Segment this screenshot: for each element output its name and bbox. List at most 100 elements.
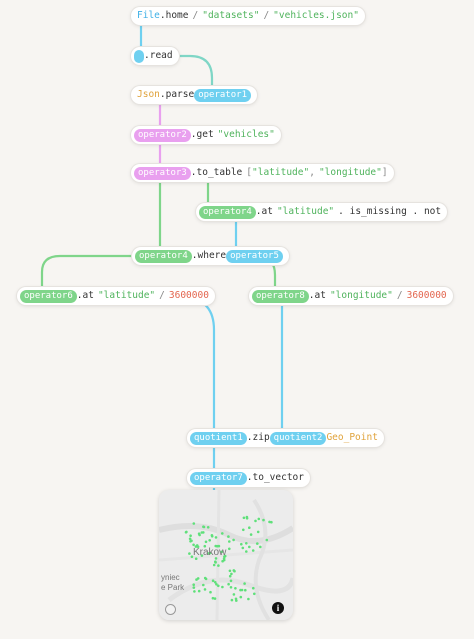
- vehicle-point: [221, 532, 224, 535]
- vehicle-point: [262, 518, 265, 522]
- vehicle-point: [230, 598, 234, 602]
- divide-operator: /: [396, 290, 403, 301]
- operator4-self[interactable]: operator4: [199, 205, 256, 219]
- vehicle-point: [244, 588, 247, 592]
- node-at-is-missing[interactable]: operator4 .at "latitude" . is_missing . …: [196, 203, 448, 221]
- vehicle-point: [232, 593, 236, 596]
- operator8-self[interactable]: operator8: [252, 289, 309, 303]
- vehicle-point: [200, 531, 204, 534]
- vehicle-point: [248, 526, 251, 529]
- vehicle-point: [214, 536, 218, 539]
- vehicle-point: [209, 590, 212, 594]
- where-method: .where: [191, 250, 227, 261]
- bracket-open: [: [246, 167, 252, 178]
- longitude-column: "longitude": [318, 167, 382, 178]
- comma: ,: [309, 167, 315, 178]
- vehicle-point: [265, 538, 269, 542]
- vehicle-point: [256, 542, 259, 545]
- operator1-arg[interactable]: operator1: [194, 88, 251, 102]
- city-label: Krakow: [193, 547, 227, 558]
- vehicle-point: [193, 590, 196, 593]
- parse-method: .parse: [159, 89, 195, 100]
- quotient2-arg[interactable]: quotient2: [269, 431, 327, 445]
- vehicle-point: [197, 589, 201, 593]
- vehicle-point: [241, 546, 245, 550]
- node-zip[interactable]: quotient1 .zip quotient2 Geo_Point: [187, 429, 384, 447]
- map-pan-icon[interactable]: [165, 604, 176, 615]
- vehicle-point: [256, 530, 260, 534]
- operator5-arg[interactable]: operator5: [226, 249, 283, 263]
- vehicle-point: [257, 517, 261, 521]
- vehicle-point: [234, 587, 237, 590]
- vehicle-point: [245, 542, 248, 545]
- vehicle-point: [240, 542, 243, 546]
- info-icon[interactable]: i: [272, 602, 284, 614]
- vehicle-point: [190, 539, 193, 543]
- vehicle-point: [203, 588, 207, 591]
- home-method: .home: [159, 10, 189, 21]
- vehicle-point: [190, 555, 194, 558]
- vehicle-point: [254, 519, 257, 523]
- vehicle-point: [229, 579, 233, 583]
- vehicle-point: [206, 526, 210, 529]
- node-longitude-divide[interactable]: operator8 .at "longitude" / 3600000: [249, 287, 453, 305]
- vehicle-point: [204, 540, 208, 544]
- path-separator: /: [263, 10, 270, 21]
- vehicle-point: [192, 586, 196, 589]
- node-to-vector[interactable]: operator7 .to_vector: [187, 469, 310, 487]
- vehicles-string: "vehicles.json": [273, 10, 359, 21]
- vehicle-point: [230, 572, 233, 576]
- node-file-home[interactable]: File .home / "datasets" / "vehicles.json…: [131, 7, 365, 25]
- vehicle-point: [242, 528, 245, 532]
- vehicle-point: [223, 554, 227, 558]
- vehicle-point: [208, 539, 211, 542]
- vehicle-point: [197, 532, 201, 535]
- vehicle-point: [217, 564, 220, 567]
- vehicle-point: [247, 597, 250, 601]
- vehicle-point: [221, 585, 224, 589]
- operator4-self[interactable]: operator4: [135, 249, 192, 263]
- vehicle-point: [188, 537, 192, 541]
- operator7-self[interactable]: operator7: [190, 471, 247, 485]
- vehicle-point: [228, 540, 231, 543]
- vehicle-point: [245, 515, 249, 519]
- latitude-key: "latitude": [276, 206, 335, 217]
- divisor-number: 3600000: [168, 290, 209, 301]
- node-read[interactable]: .read: [131, 47, 179, 65]
- vehicle-point: [229, 586, 233, 589]
- to-vector-method: .to_vector: [246, 472, 304, 483]
- vehicle-point: [232, 538, 235, 542]
- operator6-self[interactable]: operator6: [20, 289, 77, 303]
- operator2-self[interactable]: operator2: [134, 128, 191, 142]
- node-latitude-divide[interactable]: operator6 .at "latitude" / 3600000: [17, 287, 215, 305]
- input-port[interactable]: [134, 49, 144, 63]
- vehicle-point: [268, 520, 271, 524]
- edge-where-to-latitude: [40, 254, 140, 289]
- vehicle-point: [207, 552, 210, 555]
- vehicle-point: [253, 592, 256, 596]
- edge-latitude-to-zip: [185, 295, 216, 430]
- vehicle-point: [239, 595, 243, 599]
- map-visualization[interactable]: Krakow yniec e Park i: [159, 490, 293, 620]
- vehicle-point: [245, 550, 248, 553]
- vehicle-point: [248, 545, 251, 549]
- node-get-vehicles[interactable]: operator2 .get "vehicles": [131, 126, 281, 144]
- quotient1-self[interactable]: quotient1: [190, 431, 247, 445]
- node-where[interactable]: operator4 .where operator5: [132, 247, 289, 265]
- bracket-close: ]: [381, 167, 388, 178]
- file-token: File: [137, 10, 160, 21]
- vehicle-point: [203, 544, 207, 548]
- vehicle-point: [227, 535, 230, 538]
- operator3-self[interactable]: operator3: [134, 166, 191, 180]
- node-json-parse[interactable]: Json .parse operator1: [131, 86, 257, 104]
- vehicle-point: [192, 583, 195, 586]
- vehicle-point: [242, 516, 246, 520]
- node-to-table[interactable]: operator3 .to_table [ "latitude" , "long…: [131, 164, 394, 182]
- vehicle-point: [213, 597, 217, 600]
- geo-point-fn: Geo_Point: [326, 432, 378, 443]
- vehicle-point: [214, 557, 218, 560]
- vehicle-point: [212, 563, 216, 567]
- vehicle-point: [215, 583, 218, 586]
- vehicle-point: [228, 547, 231, 551]
- vehicle-point: [202, 583, 205, 587]
